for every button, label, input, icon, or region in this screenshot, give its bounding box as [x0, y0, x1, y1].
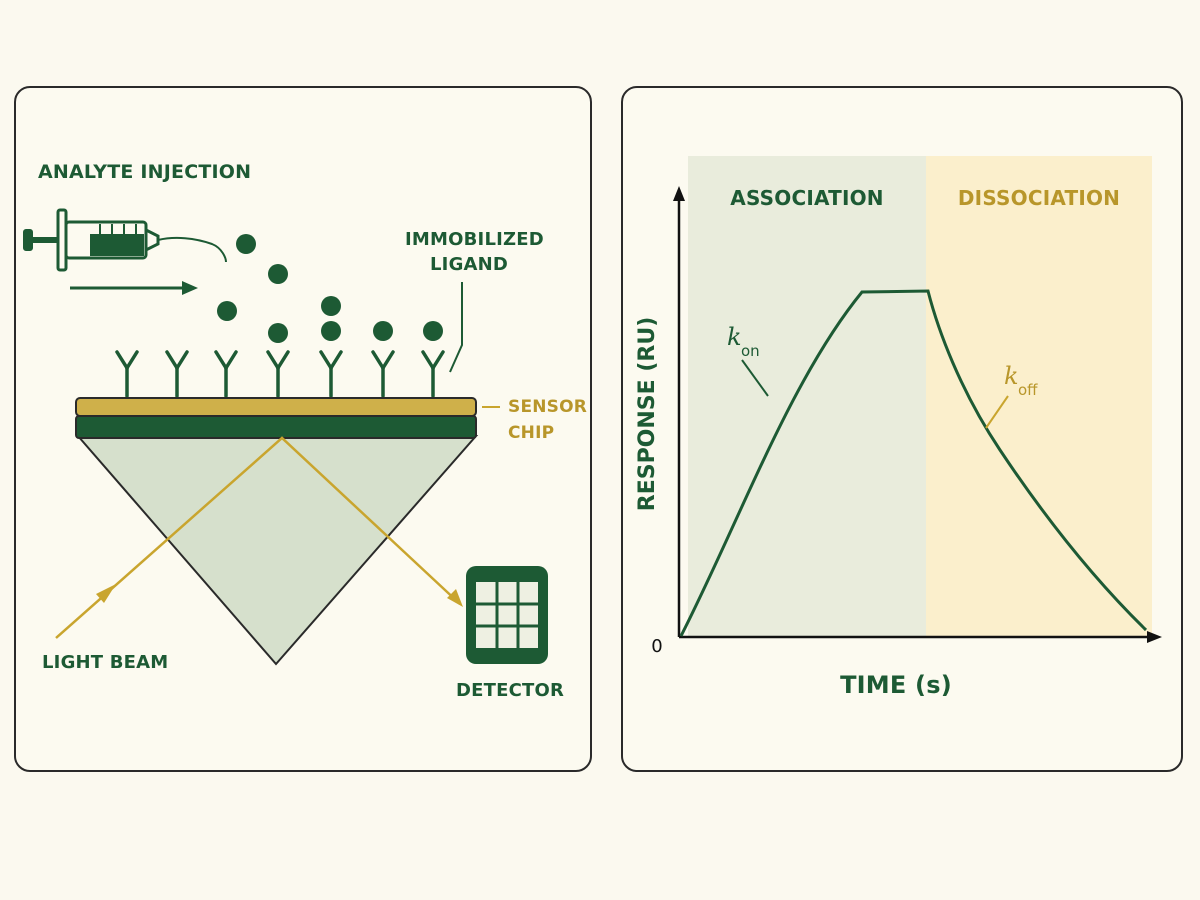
ligand-6	[371, 350, 395, 398]
ligand-2	[165, 350, 189, 398]
light-beam-label: LIGHT BEAM	[42, 652, 168, 673]
analyte-particles	[217, 234, 288, 321]
ligand-label: LIGAND	[430, 254, 508, 275]
y-axis-label: RESPONSE (RU)	[635, 317, 660, 512]
bound-analytes	[268, 296, 443, 343]
response-curve	[679, 289, 1148, 637]
association-label: ASSOCIATION	[730, 186, 883, 210]
syringe-icon	[23, 208, 227, 272]
sensor-chip-base-layer	[75, 415, 477, 439]
x-axis-label: TIME (s)	[840, 671, 952, 699]
flow-arrow-icon	[70, 281, 198, 295]
koff-symbol: k	[1004, 362, 1019, 390]
analyte-injection-label: ANALYTE INJECTION	[38, 161, 251, 183]
kon-symbol: k	[727, 323, 742, 351]
immobilized-label: IMMOBILIZED	[405, 229, 544, 250]
detector-label: DETECTOR	[456, 680, 564, 701]
chip-label: CHIP	[508, 423, 554, 443]
dissociation-label: DISSOCIATION	[958, 186, 1120, 210]
sensor-label: SENSOR	[508, 397, 587, 417]
koff-subscript: off	[1018, 381, 1038, 399]
origin-label: 0	[651, 636, 662, 657]
dissociation-phase-region	[926, 156, 1152, 637]
x-axis	[679, 631, 1162, 643]
ligand-row	[115, 350, 445, 398]
ligand-1	[115, 350, 139, 398]
ligand-5	[319, 350, 343, 398]
ligand-3	[214, 350, 238, 398]
light-beam	[55, 436, 463, 639]
ligand-leader-line	[449, 282, 463, 373]
ligand-4	[266, 350, 290, 398]
ligand-7	[421, 350, 445, 398]
kon-subscript: on	[741, 342, 760, 360]
association-phase-region	[688, 156, 926, 637]
detector-icon	[466, 566, 548, 664]
y-axis	[673, 186, 685, 637]
